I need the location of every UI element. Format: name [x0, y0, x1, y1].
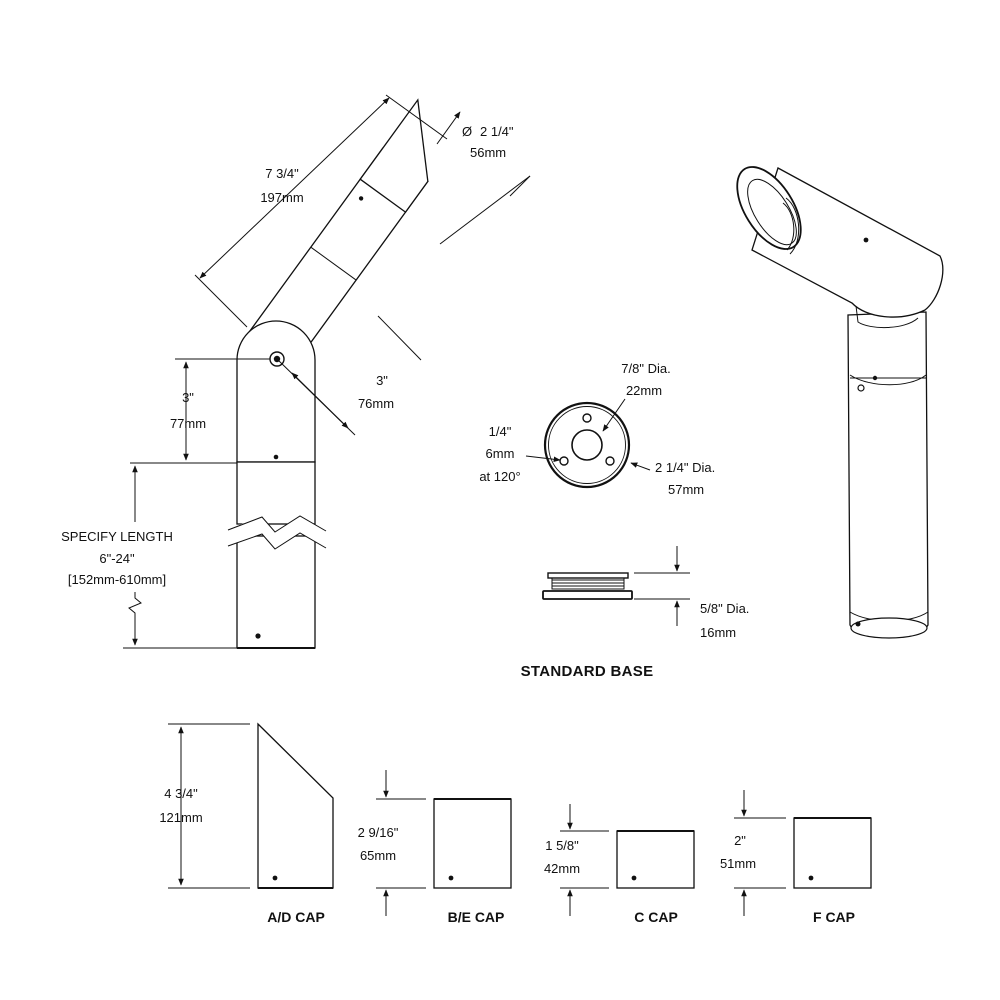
cap-f	[734, 790, 872, 916]
specify-length-label: SPECIFY LENGTH	[61, 529, 173, 544]
specify-length-in: 6"-24"	[99, 551, 135, 566]
cap-ad-label: A/D CAP	[267, 909, 325, 925]
base-dia-mm: 57mm	[668, 482, 704, 497]
upper-mm: 77mm	[170, 416, 206, 431]
base-top-view	[525, 398, 651, 489]
base-side-view	[542, 546, 690, 626]
dim-head-length	[194, 94, 448, 328]
dim-knuckle	[276, 315, 422, 436]
dim-upper-section	[130, 358, 270, 464]
head-dia-in: 2 1/4"	[480, 124, 514, 139]
diameter-symbol: Ø	[462, 124, 472, 139]
knuckle-in: 3"	[376, 373, 388, 388]
dim-specify-length	[123, 465, 237, 649]
head-length-mm: 197mm	[260, 190, 303, 205]
stem-tube	[227, 454, 327, 649]
cap-be-dim-in: 2 9/16"	[358, 825, 399, 840]
side-view-fixture	[227, 98, 429, 649]
head-dia-mm: 56mm	[470, 145, 506, 160]
screw-angle: at 120°	[479, 469, 520, 484]
hole-dia-mm: 22mm	[626, 383, 662, 398]
base-dia-in: 2 1/4" Dia.	[655, 460, 715, 475]
cap-ad	[168, 722, 334, 889]
cap-c-label: C CAP	[634, 909, 678, 925]
cap-f-dim-in: 2"	[734, 833, 746, 848]
cap-f-label: F CAP	[813, 909, 855, 925]
cap-be-label: B/E CAP	[448, 909, 505, 925]
specify-length-mm: [152mm-610mm]	[68, 572, 166, 587]
perspective-view	[736, 166, 944, 639]
base-height-mm: 16mm	[700, 625, 736, 640]
cap-c-dim-in: 1 5/8"	[545, 838, 579, 853]
hole-dia-in: 7/8" Dia.	[621, 361, 670, 376]
cap-be	[376, 770, 512, 916]
head-length-in: 7 3/4"	[265, 166, 299, 181]
cap-f-dim-mm: 51mm	[720, 856, 756, 871]
cap-c	[560, 804, 695, 916]
upper-in: 3"	[182, 390, 194, 405]
screw-in: 1/4"	[489, 424, 512, 439]
knuckle-mm: 76mm	[358, 396, 394, 411]
screw-mm: 6mm	[486, 446, 515, 461]
base-height-in: 5/8" Dia.	[700, 601, 749, 616]
standard-base-title: STANDARD BASE	[521, 663, 654, 680]
cap-ad-dim-in: 4 3/4"	[164, 786, 198, 801]
cap-be-dim-mm: 65mm	[360, 848, 396, 863]
dim-head-diameter	[436, 111, 531, 245]
cap-c-dim-mm: 42mm	[544, 861, 580, 876]
knuckle-joint	[236, 320, 316, 463]
cap-ad-dim-mm: 121mm	[159, 810, 202, 825]
